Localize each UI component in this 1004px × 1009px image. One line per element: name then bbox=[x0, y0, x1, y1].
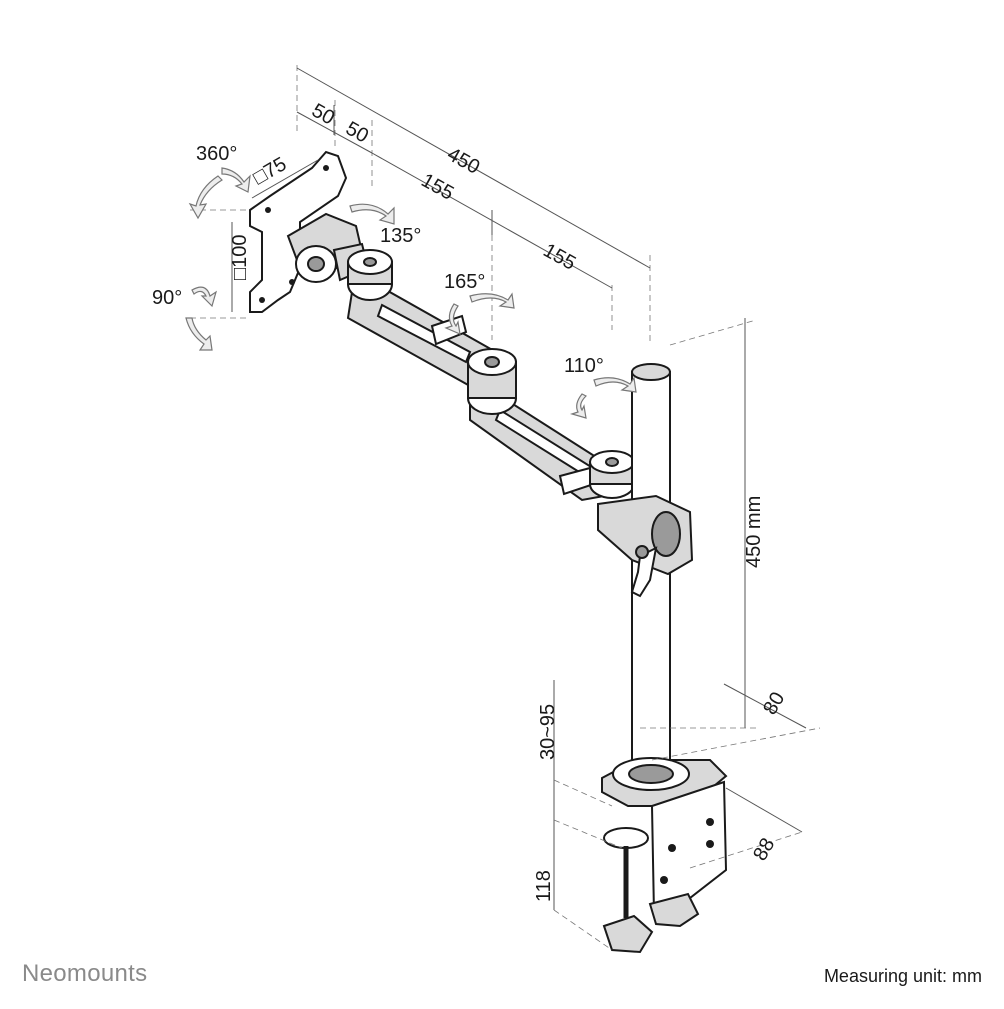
measuring-unit-note: Measuring unit: mm bbox=[823, 966, 982, 986]
arm-segment-2 bbox=[467, 348, 635, 502]
vesa-dimensions bbox=[190, 159, 319, 319]
desk-clamp bbox=[601, 757, 728, 954]
label-pole-diameter: 80 bbox=[759, 688, 789, 718]
label-arm-total: 450 bbox=[443, 143, 483, 178]
label-desk-clamp-range: 30~95 bbox=[537, 704, 559, 760]
label-vesa-h: □100 bbox=[229, 235, 251, 280]
rotation-arrows bbox=[185, 167, 637, 419]
pole bbox=[597, 363, 694, 783]
rotation-labels: 360° 90° 135° 165° 110° bbox=[152, 143, 604, 377]
label-joint-3: 110° bbox=[564, 355, 604, 377]
label-tilt: 90° bbox=[152, 287, 182, 309]
label-pole-height: 450 mm bbox=[743, 496, 765, 568]
label-clamp-height: 118 bbox=[533, 870, 555, 902]
label-joint-1: 135° bbox=[380, 225, 421, 247]
dimension-lines-right bbox=[640, 318, 821, 869]
label-rotate: 360° bbox=[196, 143, 237, 165]
label-arm-segment-1: 155 bbox=[417, 169, 457, 204]
dimension-lines-left bbox=[553, 680, 623, 951]
brand-logo: Neomounts bbox=[22, 960, 148, 987]
label-offset-b: 50 bbox=[342, 118, 372, 148]
label-vesa-w: □75 bbox=[250, 153, 291, 189]
label-joint-2: 165° bbox=[444, 271, 485, 293]
dimension-lines-top bbox=[296, 65, 651, 345]
label-arm-segment-2: 155 bbox=[539, 239, 579, 274]
label-clamp-depth: 88 bbox=[749, 834, 779, 864]
